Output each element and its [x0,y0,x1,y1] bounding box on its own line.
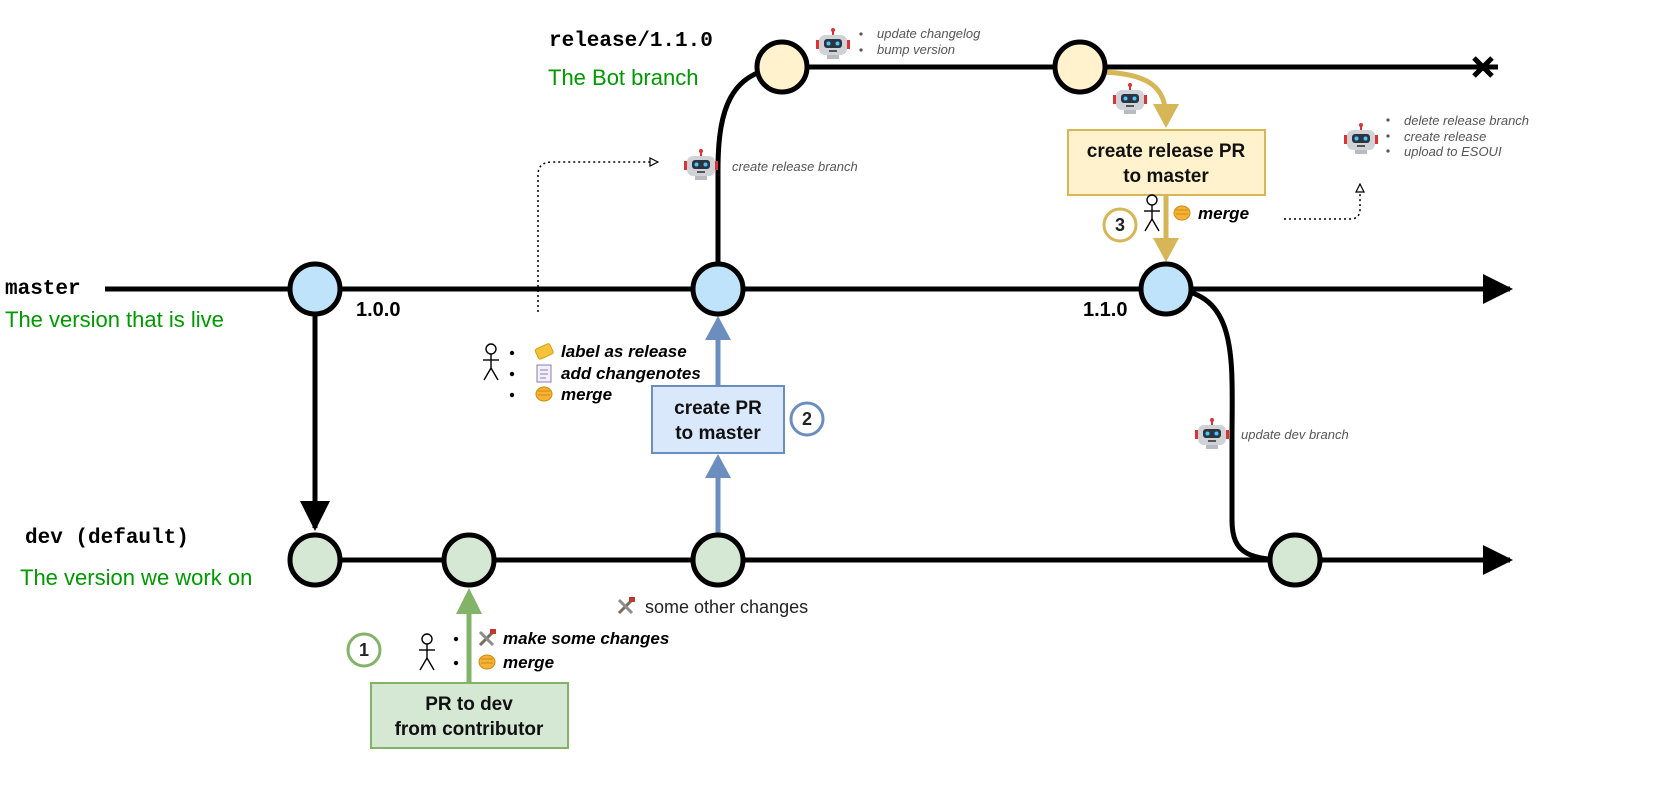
step1-action-changes: make some changes [503,629,669,648]
step2-box [651,385,785,454]
other-changes-label: some other changes [645,597,808,617]
version-label-1-1-0: 1.1.0 [1083,299,1127,321]
person-icon-step1 [418,633,436,671]
robot-icon-after-merge [1343,122,1379,155]
step2-action-changenotes: add changenotes [561,364,701,383]
hand-icon-step3 [1173,205,1191,221]
hand-icon-step2 [535,386,553,402]
bullet [509,371,515,377]
master-commit-1-0-0 [287,261,343,317]
step2-arrow-head-upper [705,316,731,340]
step2-box-line1: create PR [674,398,762,419]
branch-end-cross-icon [1472,56,1494,78]
bullet [1386,118,1390,122]
master-branch-name: master [5,278,81,301]
version-label-1-0-0: 1.0.0 [356,299,400,321]
step1-arrow-head [456,588,482,614]
dev-branch-desc: The version we work on [20,565,252,590]
step2-action-label: label as release [561,342,687,361]
bot-note-bump-version: bump version [877,42,955,57]
label-tag-icon [534,343,554,360]
tools-icon-step1 [478,627,498,647]
dev-commit-1 [287,532,343,588]
bot-note-update-dev: update dev branch [1241,427,1349,442]
release-branch-desc: The Bot branch [548,65,698,90]
step3-action-merge: merge [1198,204,1249,223]
robot-icon-release-commit [815,27,851,60]
bullet [859,48,863,52]
release-commit-1 [754,39,810,95]
bot-note-create-release-2: create release [1404,129,1486,144]
step2-box-line2: to master [675,423,761,444]
robot-icon-create-release [683,148,719,181]
step1-action-merge: merge [503,653,554,672]
step1-box [370,682,569,749]
dev-commit-3 [690,532,746,588]
step2-badge [789,401,825,437]
bullet [453,660,459,666]
step3-arrow-head-top [1153,104,1179,128]
master-commit-1-1-0 [1138,261,1194,317]
bullet [509,350,515,356]
bullet [453,636,459,642]
step3-box-line2: to master [1123,166,1209,187]
dev-branch-name: dev (default) [25,527,189,550]
step3-arrow-head-bottom [1153,238,1179,262]
robot-icon-update-dev [1194,417,1230,450]
step1-number: 1 [359,640,369,660]
master-commit-mid [690,261,746,317]
notes-icon [536,364,552,383]
master-to-dev-merge-curve [1165,286,1296,563]
step3-box [1067,129,1266,196]
bullet [1386,149,1390,153]
step2-arrow-head-lower [705,454,731,478]
step2-action-merge: merge [561,385,612,404]
robot-icon-release-pr [1112,82,1148,115]
tools-icon-other-changes [617,595,637,615]
step1-box-line1: PR to dev [425,694,513,715]
bullet [859,32,863,36]
dotted-connector-after-merge [1284,184,1360,220]
person-icon-step2 [482,343,500,381]
step2-number: 2 [802,409,812,429]
release-branch-name: release/1.1.0 [549,30,713,53]
step1-badge [346,632,382,668]
bullet [509,392,515,398]
hand-icon-step1 [478,654,496,670]
master-branch-desc: The version that is live [5,307,224,332]
person-icon-step3 [1143,194,1161,232]
step1-box-line2: from contributor [395,719,544,740]
release-commit-2 [1052,39,1108,95]
release-branch-curve [715,64,786,290]
step3-number: 3 [1115,215,1125,235]
bot-note-update-changelog: update changelog [877,26,981,41]
bot-note-create-release: create release branch [732,159,858,174]
step3-badge [1102,207,1138,243]
bot-note-delete-release-branch: delete release branch [1404,113,1529,128]
bullet [1386,134,1390,138]
step3-box-line1: create release PR [1087,141,1246,162]
dev-commit-4 [1267,532,1323,588]
dev-commit-2 [441,532,497,588]
bot-note-upload-esoui: upload to ESOUI [1404,144,1502,159]
